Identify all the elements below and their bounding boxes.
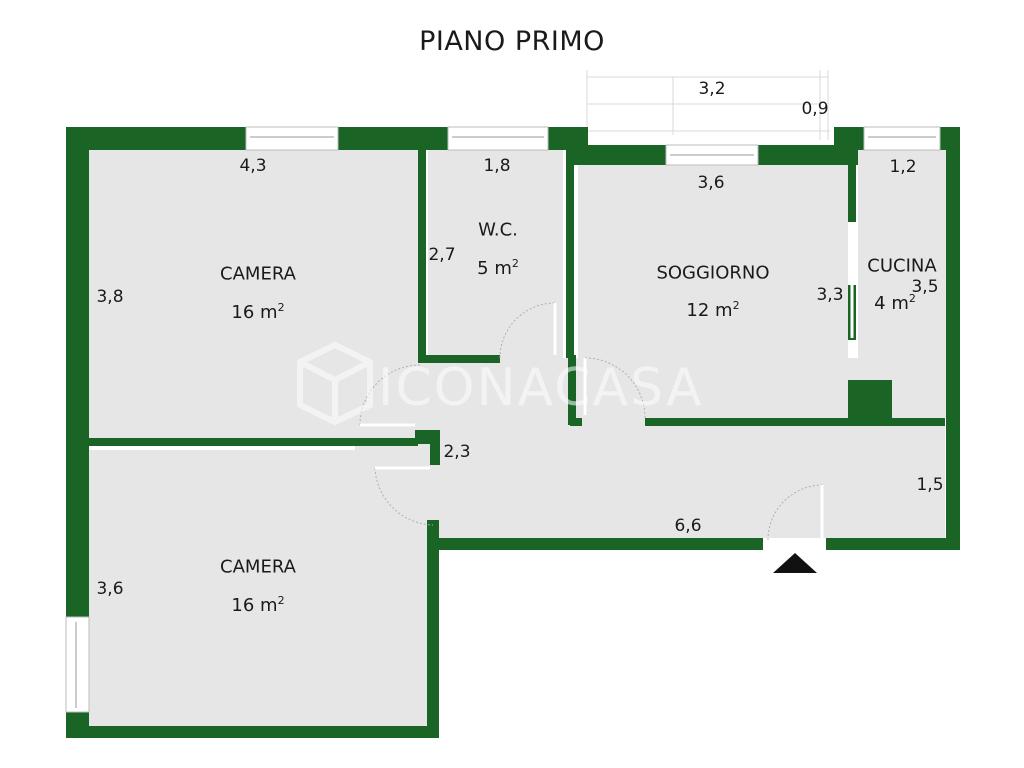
entrance-arrow-icon [773, 553, 817, 573]
dim-cucina-width: 1,2 [889, 157, 917, 177]
dim-balcony-width: 3,2 [698, 79, 726, 99]
room-area-cucina: 4 m2 [874, 292, 916, 314]
room-name-camera-bottom: CAMERA [220, 556, 296, 578]
room-area-camera-bottom: 16 m2 [231, 594, 285, 616]
walls [66, 127, 960, 738]
dim-soggiorno-height: 3,3 [816, 285, 844, 305]
room-area-soggiorno: 12 m2 [686, 299, 740, 321]
dim-corridor-height: 1,5 [916, 475, 944, 495]
floor-title: PIANO PRIMO [419, 26, 605, 57]
dim-camera-top-height: 3,8 [96, 287, 124, 307]
floor-areas [88, 150, 946, 728]
dim-corridor-side: 2,3 [443, 442, 471, 462]
room-name-wc: W.C. [478, 219, 518, 241]
dim-soggiorno-width: 3,6 [697, 173, 725, 193]
dim-corridor-width: 6,6 [674, 516, 702, 536]
dim-cucina-height: 3,5 [911, 277, 939, 297]
cube-logo-icon [297, 341, 373, 426]
windows [65, 126, 941, 713]
balcony [586, 70, 830, 140]
room-area-wc: 5 m2 [477, 257, 519, 279]
dim-wc-width: 1,8 [483, 156, 511, 176]
room-name-soggiorno: SOGGIORNO [656, 262, 770, 284]
doors [359, 302, 823, 541]
dim-wc-height: 2,7 [428, 245, 456, 265]
room-name-cucina: CUCINA [867, 255, 937, 277]
room-name-camera-top: CAMERA [220, 263, 296, 285]
watermark: ICONACASA [297, 341, 704, 426]
svg-text:ICONACASA: ICONACASA [378, 358, 704, 418]
room-area-camera-top: 16 m2 [231, 301, 285, 323]
dim-balcony-depth: 0,9 [801, 99, 829, 119]
dim-camera-bottom-height: 3,6 [96, 579, 124, 599]
dim-camera-top-width: 4,3 [239, 156, 267, 176]
